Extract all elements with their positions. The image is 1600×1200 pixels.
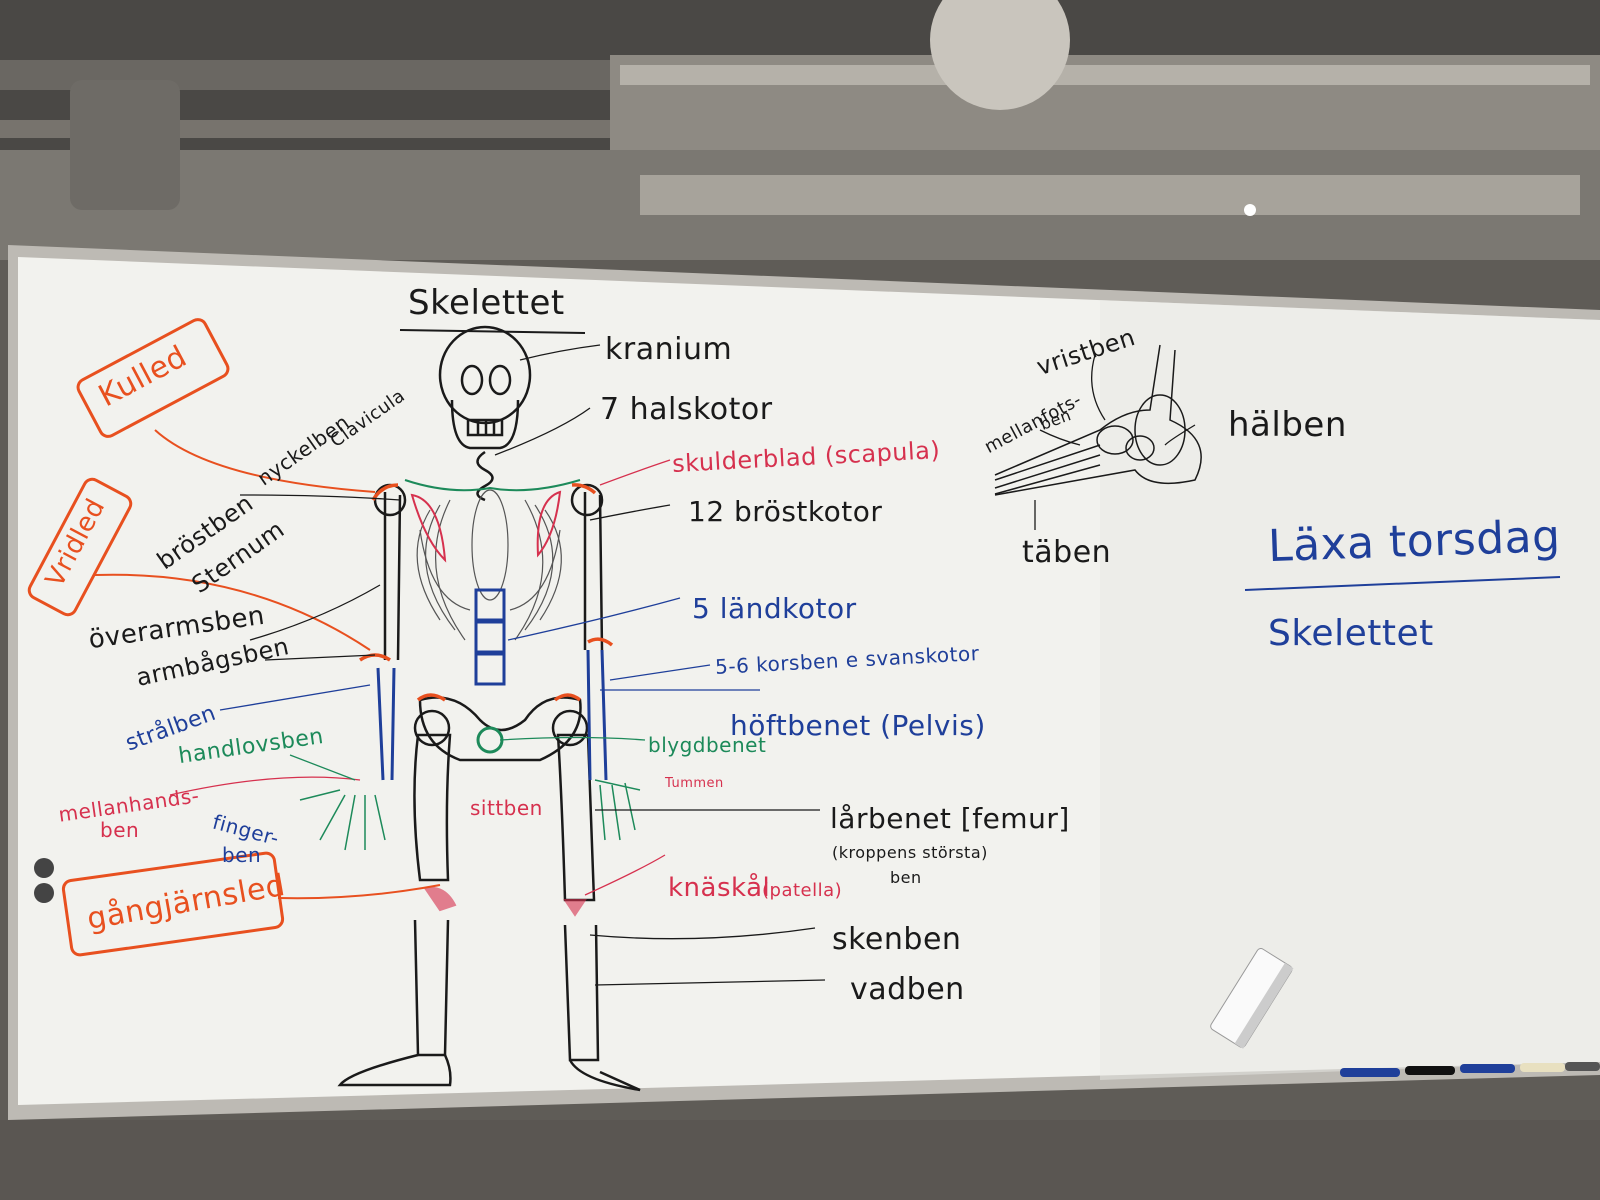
homework-topic: Skelettet <box>1268 613 1434 654</box>
spine-lumbar <box>376 588 608 781</box>
label-blygdbenet: blygdbenet <box>648 733 767 757</box>
magnet <box>34 858 54 878</box>
label-skenben: skenben <box>832 922 962 957</box>
label-brostkotor: 12 bröstkotor <box>688 495 883 528</box>
label-landkotor: 5 ländkotor <box>692 592 857 625</box>
eraser <box>1210 948 1294 1049</box>
label-patella: (patella) <box>762 880 843 901</box>
magnet <box>34 883 54 903</box>
marker-tray <box>1340 1062 1600 1077</box>
label-hoftbenet: höftbenet (Pelvis) <box>730 709 986 742</box>
label-larbenet-note: (kroppens största) <box>832 843 988 862</box>
ribcage <box>416 489 562 641</box>
leader-lines <box>239 344 1196 986</box>
label-halben: hälben <box>1228 405 1347 445</box>
label-sittben: sittben <box>470 796 543 820</box>
label-halskotor: 7 halskotor <box>600 392 773 427</box>
label-kranium: kranium <box>605 332 733 367</box>
label-larbenet: lårbenet [femur] <box>830 802 1070 835</box>
homework-heading: Läxa torsdag <box>1267 510 1562 573</box>
foot-drawing <box>994 344 1202 496</box>
ceiling-projector <box>70 80 180 210</box>
label-larbenet-note-2: ben <box>890 868 922 887</box>
label-mellanhandsben-2: ben <box>100 818 140 842</box>
projector <box>930 0 1070 110</box>
label-taben: täben <box>1022 535 1112 570</box>
label-knaskal: knäskål <box>668 873 771 903</box>
label-fingerben-2: ben <box>222 843 262 867</box>
scapula-drawing <box>410 490 587 917</box>
board-title: Skelettet <box>408 283 565 323</box>
label-vadben: vadben <box>850 972 965 1007</box>
label-tummen: Tummen <box>665 776 724 791</box>
skeleton-drawing <box>337 325 641 1092</box>
hand-drawings <box>299 779 641 851</box>
